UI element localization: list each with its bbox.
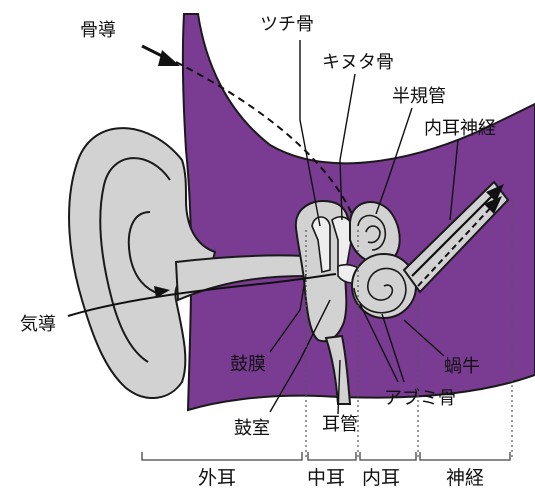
label-bone-conduction: 骨導 <box>80 20 116 41</box>
label-eardrum: 鼓膜 <box>230 354 266 375</box>
bracket-nerve <box>420 452 510 460</box>
section-middle-ear: 中耳 <box>307 467 345 489</box>
label-malleus: ツチ骨 <box>260 14 314 35</box>
label-stapes: アブミ骨 <box>384 387 456 409</box>
bracket-inner-ear <box>360 452 416 460</box>
section-nerve: 神経 <box>446 467 484 489</box>
label-eustachian-tube: 耳管 <box>322 414 358 435</box>
label-inner-ear-nerve: 内耳神経 <box>424 118 496 139</box>
bracket-outer-ear <box>142 452 302 460</box>
label-incus: キヌタ骨 <box>322 52 394 73</box>
label-cochlea: 蝸牛 <box>444 356 480 377</box>
label-air-conduction: 気導 <box>20 314 56 335</box>
section-inner-ear: 内耳 <box>362 467 400 489</box>
bracket-middle-ear <box>308 452 356 460</box>
section-brackets <box>142 452 510 460</box>
label-tympanic-cavity: 鼓室 <box>234 418 270 439</box>
section-outer-ear: 外耳 <box>198 467 236 489</box>
bone-conduction-arrow-head <box>158 50 180 66</box>
label-semicircular-canals: 半規管 <box>392 86 446 107</box>
